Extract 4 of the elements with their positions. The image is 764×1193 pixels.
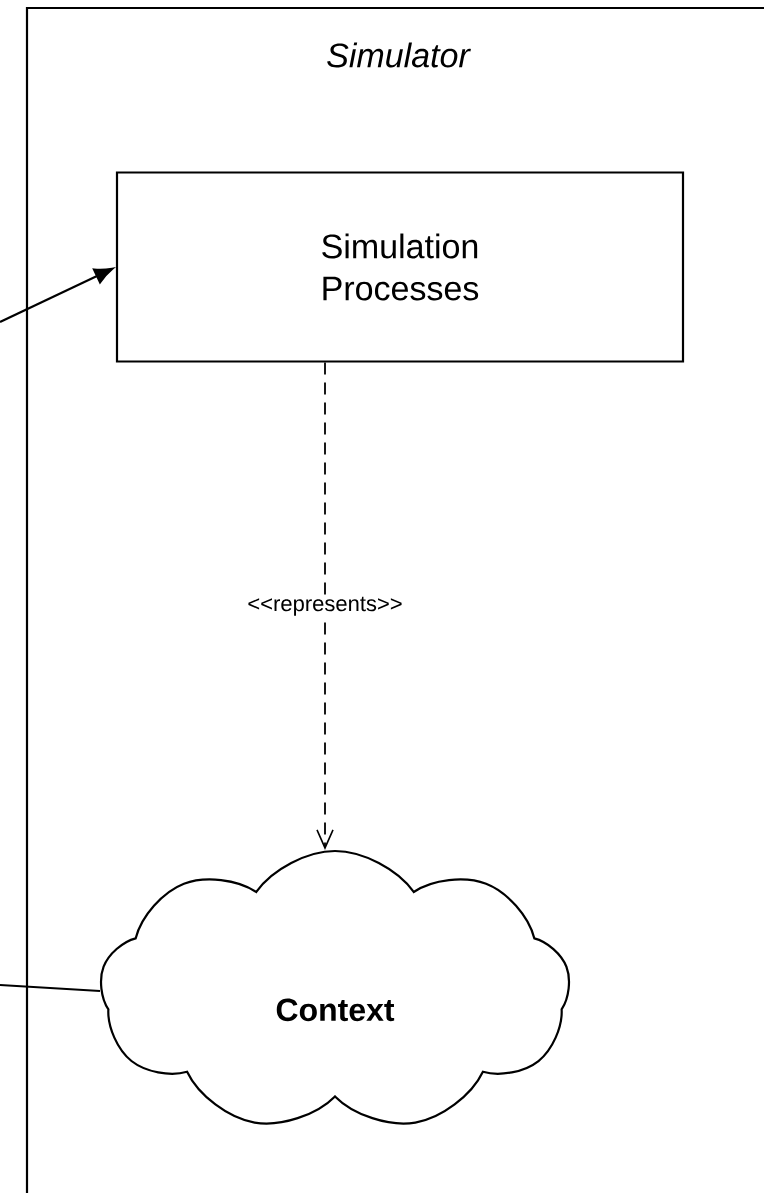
arrow <box>316 361 334 850</box>
edge-label: <<represents>> <box>246 595 404 617</box>
arrow <box>0 267 114 323</box>
process-box: Simulation Processes <box>115 171 685 363</box>
